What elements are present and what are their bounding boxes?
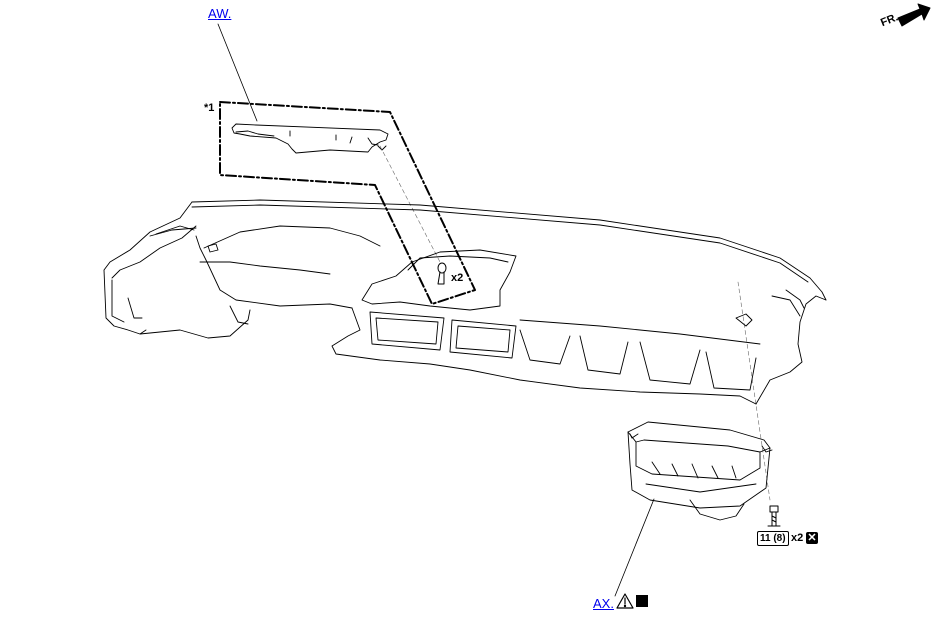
important-square-icon — [636, 595, 648, 607]
part-frame — [219, 101, 476, 305]
leader-aw — [217, 23, 258, 122]
clip-icon — [437, 262, 447, 285]
callout-link-aw[interactable]: AW. — [208, 6, 232, 21]
clip-quantity-label: x2 — [451, 272, 464, 284]
leader-ax — [614, 498, 655, 597]
upper-trim-panel — [231, 123, 389, 154]
instrument-panel-body — [103, 199, 827, 405]
bolt-quantity-label: x2 — [791, 532, 804, 544]
airbag-module — [627, 421, 773, 521]
front-arrow-icon — [897, 3, 931, 27]
callout-link-ax[interactable]: AX. — [593, 596, 614, 611]
replace-part-icon: ✕ — [806, 532, 818, 544]
torque-value-box: 11 (8) — [757, 531, 789, 546]
part-number-label: *1 — [204, 102, 215, 114]
bolt-icon — [767, 505, 781, 527]
alignment-lines — [379, 145, 771, 501]
caution-triangle-icon — [616, 593, 634, 609]
